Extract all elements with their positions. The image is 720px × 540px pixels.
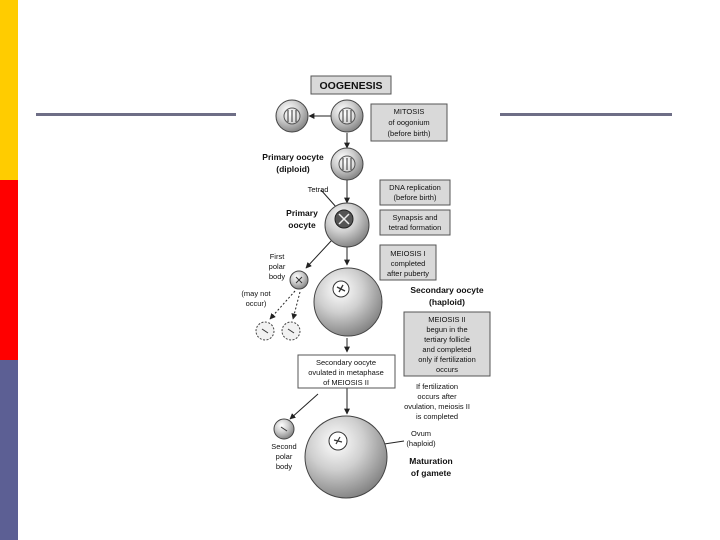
first-polar-line-3: body [269, 272, 286, 281]
second-polar-line-3: body [276, 462, 293, 471]
meiosis-ii-line-4: and completed [422, 345, 471, 354]
synapsis-line-1: Synapsis and [392, 213, 437, 222]
leader-tetrad [320, 189, 338, 209]
secondary-oocyte-cell [313, 267, 383, 337]
first-polar-line-2: polar [269, 262, 286, 271]
oogonium-cell-daughter [275, 99, 309, 133]
title-rule-left [36, 113, 236, 116]
may-not-line-2: occur) [246, 299, 267, 308]
fertilization-line-1: If fertilization [416, 382, 458, 391]
arrow-to-second-polar [289, 393, 319, 420]
maturation-line-1: Maturation [409, 456, 452, 466]
synapsis-box [379, 209, 451, 236]
connector-arrows [269, 113, 405, 446]
accent-strip-slate [0, 360, 18, 540]
meiosis-ii-line-2: begun in the [426, 325, 467, 334]
ovum-cell [304, 415, 388, 499]
arrow-polar-split-left [269, 290, 296, 320]
tetrad-label: Tetrad [308, 185, 329, 194]
dna-replication-box [379, 179, 451, 206]
mitosis-box [370, 103, 448, 142]
fertilization-line-2: occurs after [417, 392, 457, 401]
accent-strip-red [0, 180, 18, 360]
fertilization-line-3: ovulation, meiosis II [404, 402, 470, 411]
mitosis-line-2: of oogonium [388, 118, 429, 127]
meiosis-ii-line-6: occurs [436, 365, 458, 374]
primary-diploid-line-1: Primary oocyte [262, 152, 324, 162]
title-rule-right [500, 113, 672, 116]
arrow-polar-split-right [291, 291, 301, 320]
meiosis-i-line-2: completed [391, 259, 426, 268]
oogonium-cell [330, 99, 364, 133]
dna-line-1: DNA replication [389, 183, 441, 192]
fertilization-line-4: is completed [416, 412, 458, 421]
synapsis-line-2: tetrad formation [389, 223, 442, 232]
ovulation-line-2: ovulated in metaphase [308, 368, 383, 377]
meiosis-i-line-1: MEIOSIS I [390, 249, 425, 258]
meiosis-ii-line-1: MEIOSIS II [428, 315, 466, 324]
primary-oocyte-cell [324, 202, 370, 248]
diagram-title: OOGENESIS [319, 80, 382, 92]
mitosis-line-3: (before birth) [388, 129, 431, 138]
first-polar-body [289, 270, 309, 290]
split-polar-body-left [255, 321, 275, 341]
dna-line-2: (before birth) [394, 193, 437, 202]
first-polar-line-1: First [270, 252, 285, 261]
ovulation-line-1: Secondary oocyte [316, 358, 376, 367]
meiosis-i-line-3: after puberty [387, 269, 429, 278]
second-polar-line-2: polar [276, 452, 293, 461]
meiosis-ii-box [403, 311, 491, 377]
meiosis-i-box [379, 244, 437, 281]
primary-line-2: oocyte [288, 220, 316, 230]
second-polar-line-1: Second [271, 442, 296, 451]
meiosis-ii-line-5: only if fertilization [418, 355, 476, 364]
secondary-haploid-line-2: (haploid) [429, 297, 465, 307]
may-not-line-1: (may not [241, 289, 271, 298]
meiosis-ii-line-3: tertiary follicle [424, 335, 470, 344]
maturation-line-2: of gamete [411, 468, 451, 478]
second-polar-body [273, 418, 295, 440]
primary-oocyte-diploid-cell [330, 147, 364, 181]
split-polar-body-right [281, 321, 301, 341]
ovulation-line-3: of MEIOSIS II [323, 378, 369, 387]
ovulation-box [297, 354, 396, 389]
primary-diploid-line-2: (diploid) [276, 164, 310, 174]
secondary-haploid-line-1: Secondary oocyte [410, 285, 483, 295]
arrow-to-first-polar [305, 239, 333, 269]
ovum-line-1: Ovum [411, 429, 431, 438]
mitosis-line-1: MITOSIS [394, 107, 425, 116]
title-box [310, 75, 392, 95]
primary-line-1: Primary [286, 208, 318, 218]
accent-strip-yellow [0, 0, 18, 180]
ovum-line-2: (haploid) [406, 439, 436, 448]
